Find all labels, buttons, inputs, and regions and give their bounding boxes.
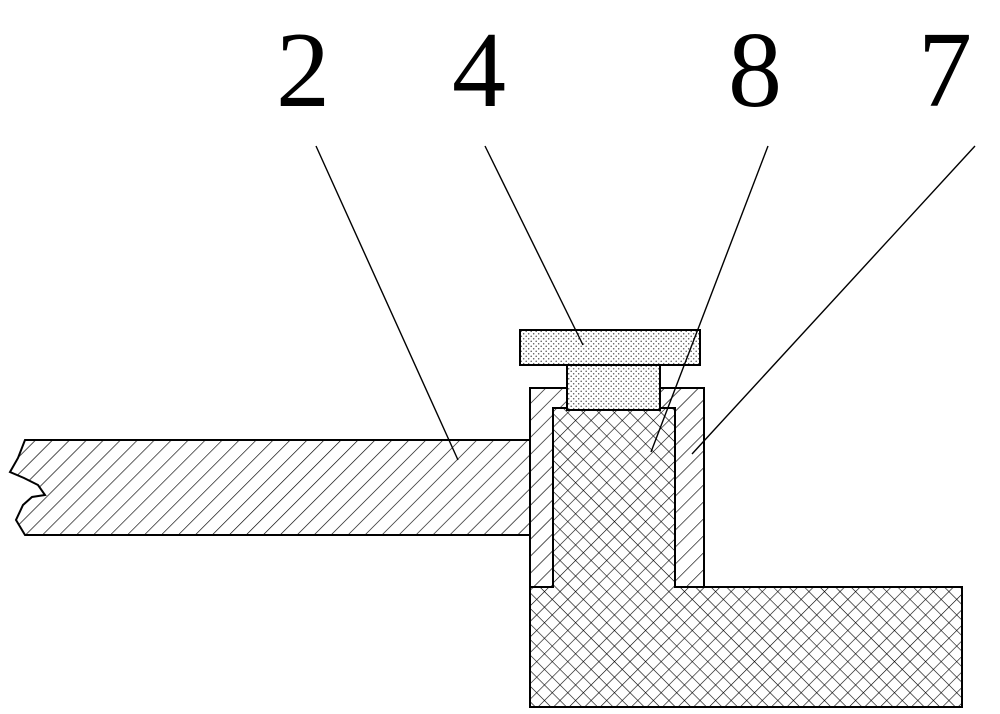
arm-part [10,440,530,535]
cap-plate [520,330,700,365]
leader-line-8 [651,146,768,452]
callout-label-8: 8 [728,11,782,130]
leader-line-7 [692,146,975,454]
inner-block-part [530,408,962,707]
callout-label-7: 7 [918,11,972,130]
leader-line-2 [316,146,458,460]
callout-label-4: 4 [452,11,506,130]
callout-label-2: 2 [276,11,330,130]
leader-line-4 [485,146,583,345]
cap-stem [567,365,660,410]
